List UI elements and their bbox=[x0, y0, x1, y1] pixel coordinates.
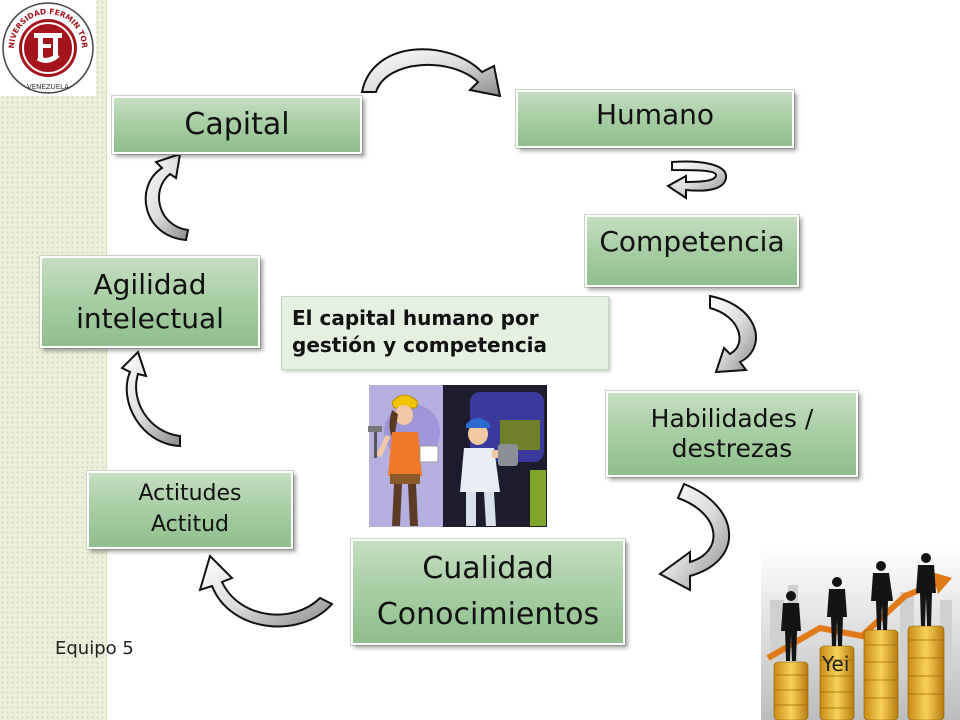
box-actitudes: Actitudes Actitud bbox=[87, 471, 293, 549]
svg-text:VENEZUELA: VENEZUELA bbox=[27, 83, 69, 91]
box-competencia-label: Competencia bbox=[599, 225, 785, 258]
box-agilidad-line2: intelectual bbox=[76, 302, 224, 335]
arrow-capital-to-humano bbox=[360, 48, 502, 98]
box-humano-label: Humano bbox=[595, 98, 715, 131]
corner-image-caption: Yei bbox=[822, 652, 850, 676]
box-habilidades-line1: Habilidades / bbox=[650, 404, 814, 433]
university-logo: UNIVERSIDAD FERMIN TORO VENEZUELA bbox=[0, 0, 96, 96]
center-title: El capital humano por gestión y competen… bbox=[281, 296, 609, 370]
box-habilidades: Habilidades / destrezas bbox=[606, 391, 858, 477]
center-title-line2: gestión y competencia bbox=[292, 333, 548, 357]
arrow-competencia-to-habilidades bbox=[709, 294, 757, 374]
arrow-habilidades-to-cualidad bbox=[658, 482, 730, 592]
center-title-line1: El capital humano por bbox=[292, 306, 539, 330]
arrow-actitudes-to-agilidad bbox=[120, 350, 181, 448]
footer-team-label: Equipo 5 bbox=[55, 638, 134, 659]
box-agilidad-line1: Agilidad bbox=[93, 268, 207, 302]
box-cualidad: Cualidad Conocimientos bbox=[351, 539, 625, 645]
logo-seal-icon: UNIVERSIDAD FERMIN TORO VENEZUELA bbox=[0, 0, 94, 94]
box-cualidad-line2: Conocimientos bbox=[376, 597, 600, 632]
box-agilidad: Agilidad intelectual bbox=[40, 256, 260, 348]
box-capital: Capital bbox=[112, 96, 362, 154]
arrow-agilidad-to-capital bbox=[144, 152, 190, 242]
box-competencia: Competencia bbox=[585, 215, 799, 287]
arrow-humano-to-competencia bbox=[666, 160, 728, 200]
arrow-cualidad-to-actitudes bbox=[198, 554, 334, 628]
box-humano: Humano bbox=[516, 90, 794, 148]
box-habilidades-line2: destrezas bbox=[671, 434, 793, 463]
box-cualidad-line1: Cualidad bbox=[422, 550, 554, 586]
box-actitudes-line1: Actitudes bbox=[138, 481, 242, 507]
box-actitudes-line2: Actitud bbox=[150, 512, 230, 537]
sidebar-texture bbox=[0, 0, 107, 720]
box-capital-label: Capital bbox=[184, 107, 290, 142]
